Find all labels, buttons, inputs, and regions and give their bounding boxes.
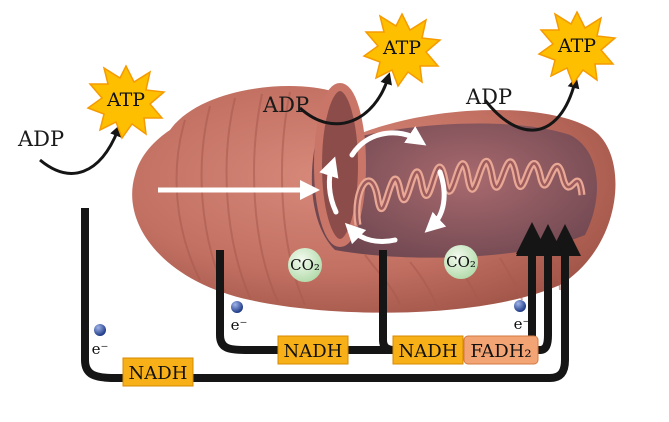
nadh-label-middle: NADH xyxy=(284,341,343,362)
atp-burst-right: ATP xyxy=(539,12,615,84)
co2-bubble-1: CO₂ xyxy=(288,248,322,282)
nadh-label-right: NADH xyxy=(399,341,458,362)
electron-label-2: e⁻ xyxy=(231,316,248,334)
nadh-label-left: NADH xyxy=(129,363,188,384)
nadh-box-right: NADH xyxy=(393,336,463,364)
electron-2: e⁻ xyxy=(231,301,248,334)
adp-label-left: ADP xyxy=(17,127,64,151)
co2-label-1: CO₂ xyxy=(290,256,320,274)
fadh2-label: FADH₂ xyxy=(470,341,531,362)
atp-burst-left: ATP xyxy=(88,66,164,138)
co2-bubble-2: CO₂ xyxy=(444,245,478,279)
fadh2-box: FADH₂ xyxy=(464,336,538,364)
atp-label-right: ATP xyxy=(557,35,596,57)
atp-label-middle: ATP xyxy=(382,37,421,59)
electron-label-1: e⁻ xyxy=(92,340,109,358)
adp-label-middle: ADP xyxy=(262,93,309,117)
nadh-box-middle: NADH xyxy=(278,336,348,364)
atp-label-left: ATP xyxy=(106,89,145,111)
adp-label-right: ADP xyxy=(465,85,512,109)
electron-3: e⁻ xyxy=(514,300,531,333)
electron-1: e⁻ xyxy=(92,324,109,358)
electron-label-3: e⁻ xyxy=(514,315,531,333)
co2-label-2: CO₂ xyxy=(446,253,476,271)
mitochondrion xyxy=(132,86,615,313)
atp-burst-middle: ATP xyxy=(364,14,440,86)
nadh-box-left: NADH xyxy=(123,358,193,386)
